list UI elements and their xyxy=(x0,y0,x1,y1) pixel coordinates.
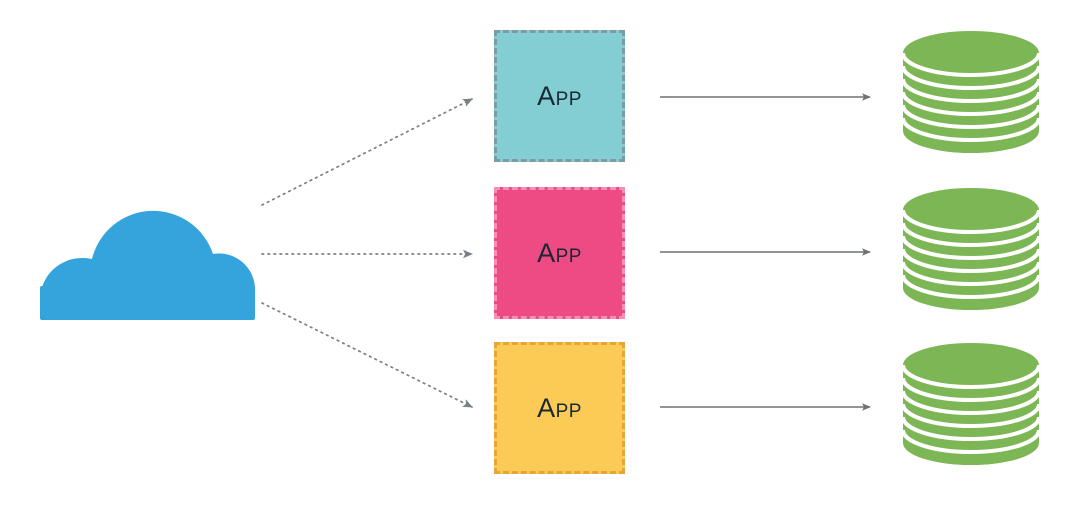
database-stack-2-icon xyxy=(901,188,1041,310)
app-box-2[interactable]: App xyxy=(494,187,625,319)
app-box-1-label: App xyxy=(537,80,582,111)
cloud-to-app-1-arrow xyxy=(261,98,473,206)
database-stack-3-icon xyxy=(901,343,1041,465)
cloud-to-app-3-arrow xyxy=(261,302,473,408)
solid-arrow-group xyxy=(660,93,871,411)
app-box-1[interactable]: App xyxy=(494,30,625,162)
cloud-icon xyxy=(40,210,256,320)
dotted-arrow-group xyxy=(261,98,473,408)
app-box-2-label: App xyxy=(537,237,582,268)
app-box-3[interactable]: App xyxy=(494,342,625,474)
database-stack-1-icon xyxy=(901,31,1041,153)
app-box-3-label: App xyxy=(537,392,582,423)
